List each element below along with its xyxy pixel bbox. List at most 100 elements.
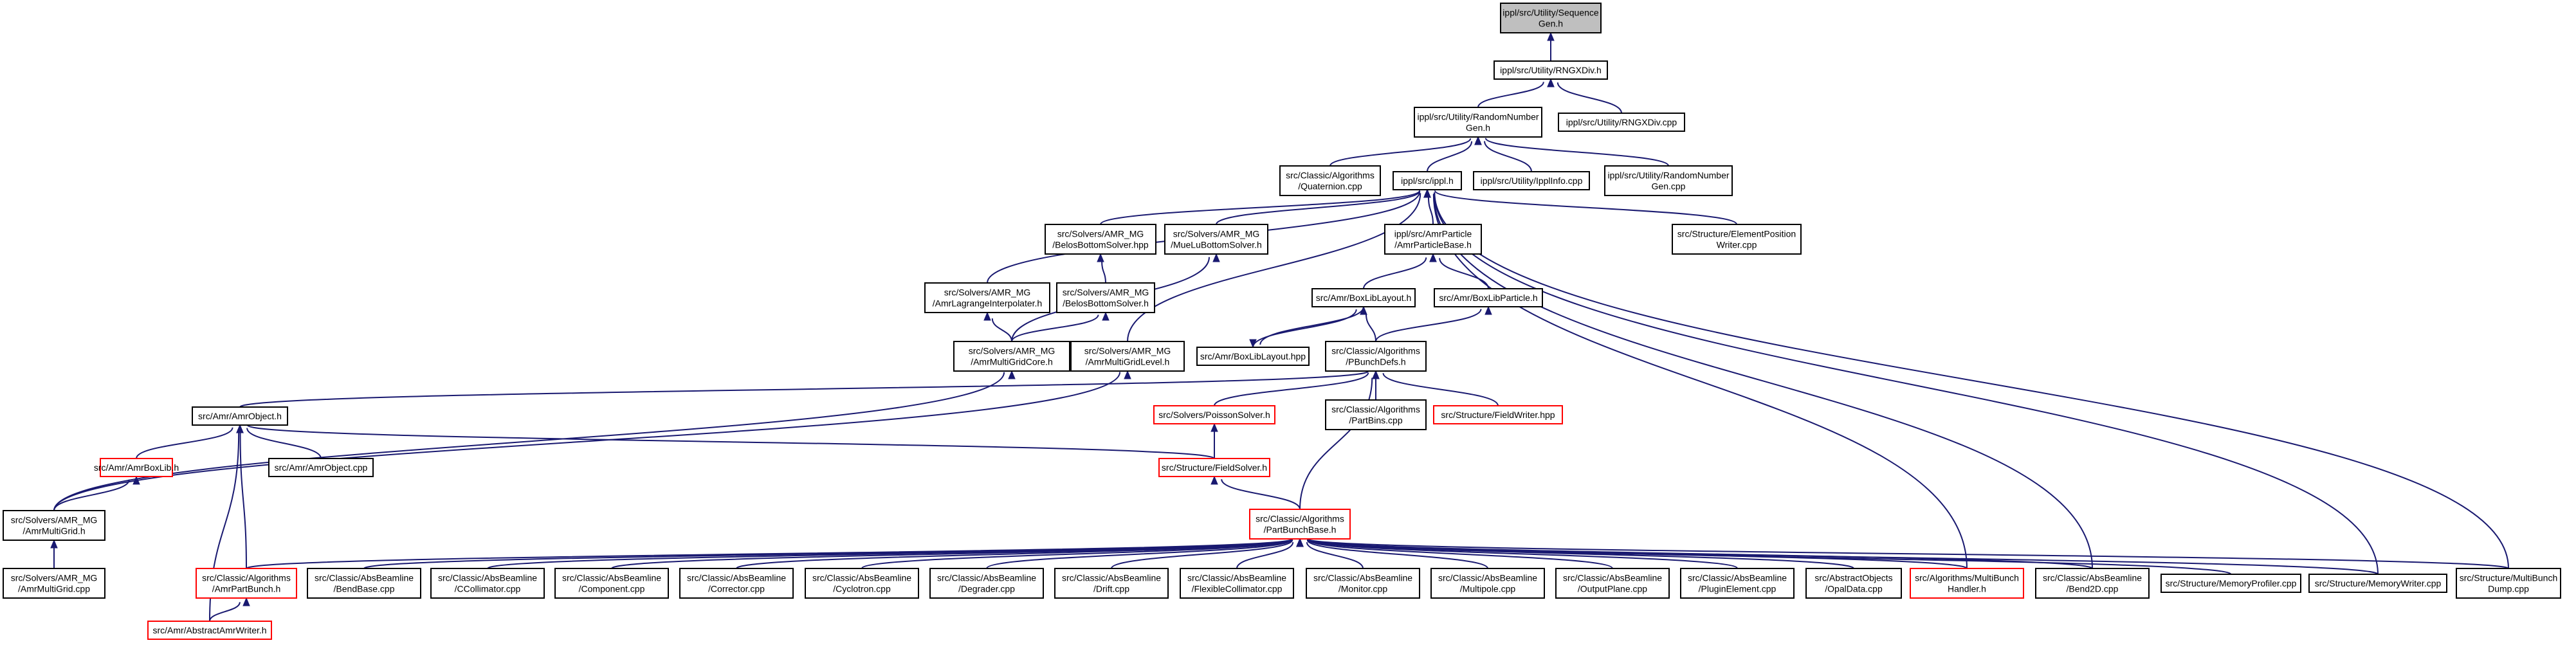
graph-node-amrpartbunch[interactable]: src/Classic/Algorithms/AmrPartBunch.h (196, 568, 297, 599)
edge-line (1221, 478, 1301, 510)
graph-node-boxliblayout_hpp[interactable]: src/Amr/BoxLibLayout.hpp (1196, 347, 1310, 366)
graph-node-cyclotron[interactable]: src/Classic/AbsBeamline/Cyclotron.cpp (805, 568, 919, 599)
node-label: /FlexibleCollimator.cpp (1192, 584, 1283, 594)
graph-node-corrector[interactable]: src/Classic/AbsBeamline/Corrector.cpp (679, 568, 794, 599)
graph-edge-memwriter-to-ippl_h (1423, 188, 2379, 575)
graph-node-outputplane[interactable]: src/Classic/AbsBeamline/OutputPlane.cpp (1555, 568, 1670, 599)
graph-node-amrmultigrid_h[interactable]: src/Solvers/AMR_MG/AmrMultiGrid.h (3, 510, 105, 541)
edge-arrowhead (1249, 339, 1257, 349)
graph-edge-partbunchbase-to-pbunchdefs (1299, 370, 1380, 510)
node-label: /PartBunchBase.h (1264, 525, 1337, 535)
graph-node-amrboxlib[interactable]: src/Amr/AmrBoxLib.h (94, 458, 179, 477)
node-label: /AmrPartBunch.h (212, 584, 281, 594)
graph-node-pluginelement[interactable]: src/Classic/AbsBeamline/PluginElement.cp… (1680, 568, 1795, 599)
graph-node-memwriter[interactable]: src/Structure/MemoryWriter.cpp (2308, 574, 2447, 593)
graph-node-flexcoll[interactable]: src/Classic/AbsBeamline/FlexibleCollimat… (1180, 568, 1294, 599)
graph-node-quaternion[interactable]: src/Classic/Algorithms/Quaternion.cpp (1279, 165, 1381, 196)
graph-node-opaldata[interactable]: src/AbstractObjects/OpalData.cpp (1805, 568, 1902, 599)
graph-node-partbunchbase[interactable]: src/Classic/Algorithms/PartBunchBase.h (1249, 509, 1351, 540)
node-label: /AmrMultiGridCore.h (971, 357, 1053, 367)
graph-node-ipplinfo[interactable]: ippl/src/Utility/IpplInfo.cpp (1473, 171, 1590, 190)
graph-edge-ipplinfo-to-rnggen_h (1474, 136, 1532, 172)
graph-node-amrobject_h[interactable]: src/Amr/AmrObject.h (192, 406, 288, 426)
graph-node-mgcore[interactable]: src/Solvers/AMR_MG/AmrMultiGridCore.h (953, 341, 1070, 372)
edge-arrowhead (983, 311, 991, 321)
graph-node-ccollimator[interactable]: src/Classic/AbsBeamline/CCollimator.cpp (430, 568, 545, 599)
edge-line (1434, 192, 2379, 575)
graph-node-memprofiler[interactable]: src/Structure/MemoryProfiler.cpp (2160, 574, 2301, 593)
graph-node-rbend3d[interactable]: src/Classic/AbsBeamline/Bend2D.cpp (2035, 568, 2150, 599)
graph-node-belos_h[interactable]: src/Solvers/AMR_MG/BelosBottomSolver.h (1056, 282, 1155, 313)
graph-node-component[interactable]: src/Classic/AbsBeamline/Component.cpp (554, 568, 669, 599)
node-label: /BelosBottomSolver.hpp (1052, 240, 1149, 250)
node-label: /PartBins.cpp (1349, 415, 1402, 426)
edge-line (136, 427, 233, 459)
edge-line (1100, 190, 1421, 225)
node-box (1910, 568, 2024, 599)
graph-node-amrobject_cpp[interactable]: src/Amr/AmrObject.cpp (268, 458, 374, 477)
graph-node-boxliblayout_h[interactable]: src/Amr/BoxLibLayout.h (1311, 288, 1416, 307)
graph-edge-boxliblayout_h-to-boxliblayout_hpp (1249, 306, 1364, 349)
graph-node-lagrange[interactable]: src/Solvers/AMR_MG/AmrLagrangeInterpolat… (924, 282, 1050, 313)
node-label: src/Amr/AmrBoxLib.h (94, 462, 179, 473)
edge-line (1236, 541, 1294, 569)
node-label: src/Solvers/AMR_MG (11, 515, 98, 525)
node-box (1325, 399, 1427, 430)
node-label: src/Classic/Algorithms (1286, 170, 1375, 181)
graph-node-rngxdiv_h[interactable]: ippl/src/Utility/RNGXDiv.h (1494, 60, 1608, 80)
graph-node-boxlibparticle[interactable]: src/Amr/BoxLibParticle.h (1434, 288, 1543, 307)
edge-arrowhead (1423, 188, 1431, 198)
node-label: src/Classic/Algorithms (1331, 346, 1420, 356)
node-label: /MueLuBottomSolver.h (1171, 240, 1262, 250)
graph-node-multipole[interactable]: src/Classic/AbsBeamline/Multipole.cpp (1430, 568, 1545, 599)
graph-node-drift[interactable]: src/Classic/AbsBeamline/Drift.cpp (1054, 568, 1169, 599)
edge-line (736, 538, 1293, 569)
graph-edge-belos_h-to-belos_hpp (1097, 253, 1106, 284)
edge-line (1306, 540, 1488, 569)
graph-node-ippl_h[interactable]: ippl/src/ippl.h (1393, 171, 1462, 190)
edge-arrowhead (1429, 253, 1437, 262)
node-label: src/Classic/AbsBeamline (1313, 573, 1412, 583)
graph-node-pbunchdefs[interactable]: src/Classic/Algorithms/PBunchDefs.h (1325, 341, 1427, 372)
graph-node-fieldwriter[interactable]: src/Structure/FieldWriter.hpp (1433, 405, 1563, 424)
node-box (1558, 113, 1685, 132)
node-label: Writer.cpp (1717, 240, 1757, 250)
graph-node-fieldsolver[interactable]: src/Structure/FieldSolver.h (1158, 458, 1270, 477)
graph-node-poisson[interactable]: src/Solvers/PoissonSolver.h (1153, 405, 1275, 424)
node-box (1434, 288, 1543, 307)
graph-node-monitor[interactable]: src/Classic/AbsBeamline/Monitor.cpp (1306, 568, 1420, 599)
graph-node-mglevel[interactable]: src/Solvers/AMR_MG/AmrMultiGridLevel.h (1070, 341, 1185, 372)
node-label: /OutputPlane.cpp (1578, 584, 1647, 594)
graph-node-amrpartbase[interactable]: ippl/src/AmrParticle/AmrParticleBase.h (1384, 224, 1482, 255)
node-label: /Drift.cpp (1093, 584, 1129, 594)
node-box (196, 568, 297, 599)
graph-node-rngxdiv_cpp[interactable]: ippl/src/Utility/RNGXDiv.cpp (1558, 113, 1685, 132)
edge-line (239, 432, 247, 569)
graph-node-muelu[interactable]: src/Solvers/AMR_MG/MueLuBottomSolver.h (1164, 224, 1268, 255)
graph-node-partbins[interactable]: src/Classic/Algorithms/PartBins.cpp (1325, 399, 1427, 430)
graph-node-degrader[interactable]: src/Classic/AbsBeamline/Degrader.cpp (929, 568, 1044, 599)
graph-node-bendbase[interactable]: src/Classic/AbsBeamline/BendBase.cpp (307, 568, 421, 599)
node-box (805, 568, 919, 599)
node-label: /BelosBottomSolver.h (1063, 298, 1149, 309)
graph-node-amrmultigrid_cpp[interactable]: src/Solvers/AMR_MG/AmrMultiGrid.cpp (3, 568, 105, 599)
node-label: /Monitor.cpp (1338, 584, 1387, 594)
node-label: src/Amr/AmrObject.cpp (275, 462, 368, 473)
node-label: src/Amr/AmrObject.h (198, 411, 282, 421)
graph-edge-boxlibparticle-to-amrpartbase (1429, 253, 1489, 289)
graph-node-belos_hpp[interactable]: src/Solvers/AMR_MG/BelosBottomSolver.hpp (1045, 224, 1156, 255)
edge-line (1484, 138, 1669, 167)
edge-arrowhead (1124, 370, 1131, 379)
node-label: /Cyclotron.cpp (833, 584, 891, 594)
node-label: /Corrector.cpp (708, 584, 765, 594)
edge-line (53, 479, 130, 511)
graph-node-abstractamrwriter[interactable]: src/Amr/AbstractAmrWriter.h (147, 621, 272, 640)
edge-line (1216, 190, 1421, 225)
node-box (2160, 574, 2301, 593)
